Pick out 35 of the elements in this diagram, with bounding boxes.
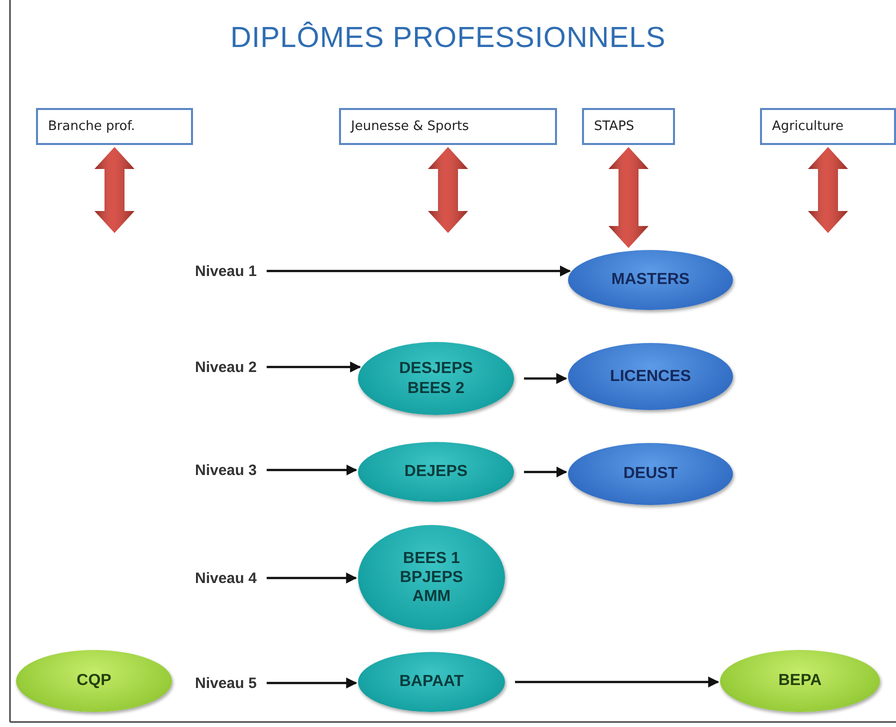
- arrow: [524, 373, 568, 384]
- diagram-title: DIPLÔMES PROFESSIONNELS: [229, 22, 667, 55]
- category-name: STAPS: [594, 119, 634, 134]
- diploma-name: BEPA: [777, 671, 823, 691]
- level-label: Niveau 3: [195, 458, 285, 482]
- double-arrow: [608, 147, 648, 248]
- diploma-name: BAPAAT: [398, 672, 465, 692]
- diploma-name: DEJEPS: [403, 462, 469, 482]
- arrow: [515, 676, 720, 688]
- diploma-name: BEES 1 BPJEPS AMM: [398, 548, 464, 606]
- diploma-name: CQP: [76, 671, 112, 691]
- arrow: [266, 678, 358, 688]
- diploma-name: DEUST: [622, 464, 679, 484]
- double-arrow: [808, 147, 848, 233]
- arrow: [524, 466, 568, 478]
- arrow: [266, 464, 358, 476]
- level-label: Niveau 2: [195, 355, 285, 379]
- level-label: Niveau 1: [195, 259, 285, 283]
- category-name: Jeunesse & Sports: [351, 119, 469, 134]
- level-label: Niveau 4: [195, 566, 285, 590]
- level-label: Niveau 5: [195, 671, 285, 695]
- diploma-name: MASTERS: [610, 270, 691, 290]
- double-arrow: [94, 147, 134, 233]
- category-name: Branche prof.: [48, 119, 136, 134]
- category-box: [339, 108, 557, 145]
- double-arrow: [428, 147, 468, 233]
- diploma-name: DESJEPS BEES 2: [398, 359, 474, 398]
- arrow: [266, 266, 571, 276]
- category-name: Agriculture: [772, 119, 844, 134]
- arrow: [266, 572, 358, 584]
- arrow: [266, 362, 362, 372]
- category-box: [36, 108, 193, 145]
- diploma-name: LICENCES: [609, 366, 692, 386]
- category-box: [582, 108, 675, 145]
- category-box: [760, 108, 896, 145]
